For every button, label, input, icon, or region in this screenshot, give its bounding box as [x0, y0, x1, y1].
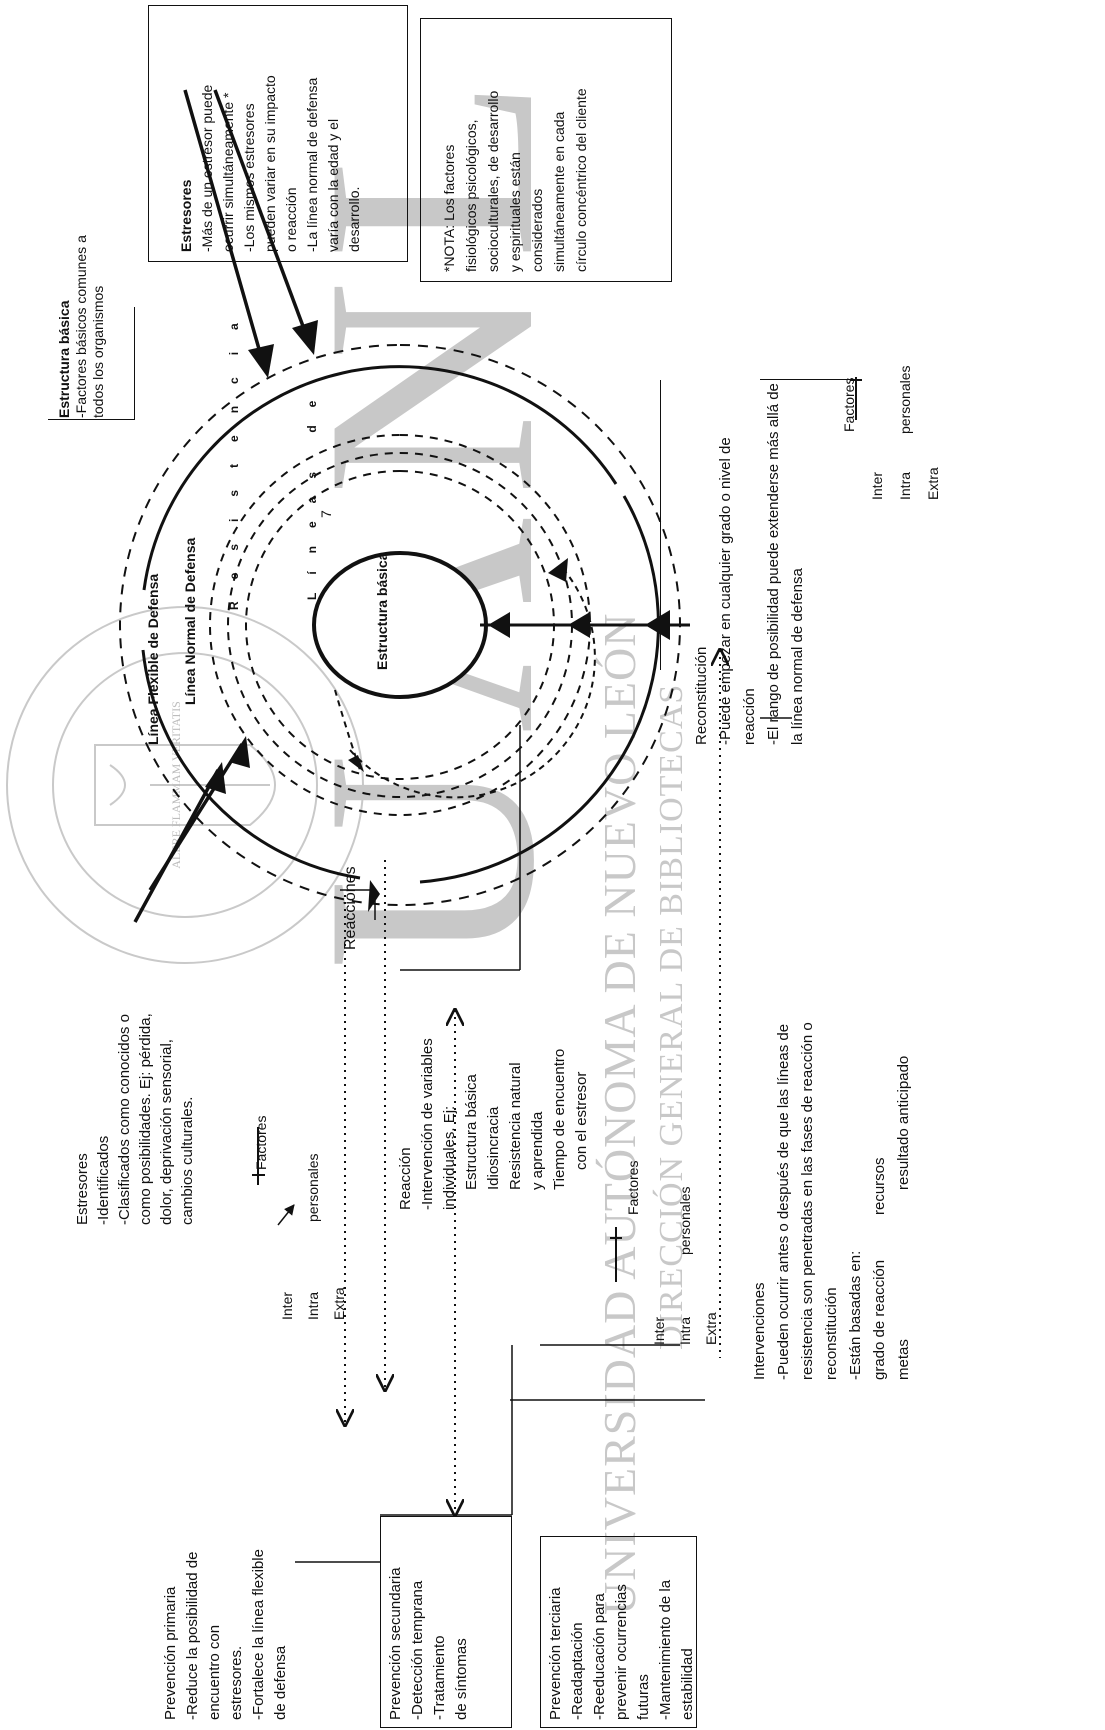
normal-line-arc-left [141, 649, 361, 880]
estresores-left-factors: Factores Inter Intrapersonales Extra [253, 1115, 347, 1320]
reconstitucion-factors: Factores Inter Intrapersonales Extra [841, 365, 941, 500]
reacciones-label: Reacciones [342, 866, 359, 950]
estresores-left-block: Estresores -Identificados -Clasificados … [74, 1013, 196, 1225]
prevencion-terciaria-title: Prevención terciaria [547, 1587, 564, 1720]
reaccion-factors: Factores Inter Intrapersonales Extra [625, 1160, 719, 1345]
basic-structure-label: Estructura básica [374, 552, 390, 671]
prevencion-primaria: Prevención primaria -Reduce la posibilid… [162, 1549, 289, 1720]
reconstitucion-factors-frame [760, 379, 850, 380]
estructura-basica-text: Estructura básica -Factores básicos comu… [56, 235, 106, 419]
prevencion-primaria-title: Prevención primaria [162, 1586, 179, 1720]
prevencion-terciaria: Prevención terciaria -Readaptación -Reed… [547, 1579, 696, 1720]
estresores-top-text: Estresores -Más de un estresor puede ocu… [178, 75, 362, 252]
intervenciones-title: Intervenciones [751, 1282, 768, 1380]
estresores-top-title: Estresores [178, 179, 194, 252]
lineas-de-label: Líneas de [305, 382, 319, 600]
intervenciones-block: Intervenciones -Pueden ocurrir antes o d… [748, 1022, 916, 1380]
nota-text: *NOTA: Los factores fisiológicos psicoló… [441, 88, 589, 272]
normal-line-label: Línea Normal de Defensa [182, 537, 198, 705]
reconstitucion-block: Reconstitución -Puede empezar en cualqui… [690, 383, 810, 745]
reaccion-title: Reacción [397, 1147, 414, 1210]
reaccion-block: Reacción -Intervención de variables indi… [397, 1038, 590, 1210]
resistance-label: Resistencia [227, 301, 241, 610]
estresores-left-title: Estresores [74, 1153, 91, 1225]
reconstitucion-title: Reconstitución [693, 646, 710, 745]
basic-structure-circle [312, 551, 488, 699]
prevencion-secundaria: Prevención secundaria -Detección tempran… [387, 1567, 470, 1720]
reconstitucion-top-frame [660, 380, 661, 670]
normal-line-arc-upper [142, 365, 618, 591]
estructura-basica-title: Estructura básica [56, 300, 72, 419]
prevencion-secundaria-title: Prevención secundaria [387, 1567, 404, 1720]
normal-line-arc-lower [419, 495, 660, 884]
flexible-line-label: Línea Flexible de Defensa [145, 573, 161, 745]
